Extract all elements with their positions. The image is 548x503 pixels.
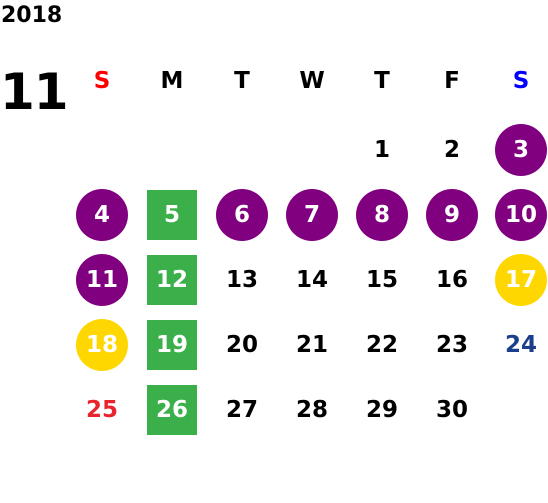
weekday-wednesday: W [299,68,325,94]
weekday-monday: M [160,68,184,94]
day-cell-3: 3 [495,124,547,176]
day-cell-5: 5 [147,190,197,240]
day-cell-19: 19 [147,320,197,370]
day-cell-29: 29 [365,397,398,423]
day-cell-23: 23 [435,332,468,358]
day-cell-15: 15 [365,267,398,293]
day-cell-26: 26 [147,385,197,435]
day-cell-11: 11 [76,254,128,306]
day-cell-10: 10 [495,189,547,241]
day-cell-20: 20 [225,332,258,358]
day-cell-22: 22 [365,332,398,358]
day-cell-30: 30 [435,397,468,423]
weekday-thursday: T [374,68,390,94]
day-cell-6: 6 [216,189,268,241]
month-number: 11 [0,63,69,121]
day-cell-25: 25 [85,397,118,423]
weekday-tuesday: T [234,68,250,94]
weekday-saturday: S [512,68,530,94]
day-cell-9: 9 [426,189,478,241]
day-cell-1: 1 [373,137,390,163]
day-cell-7: 7 [286,189,338,241]
year-label: 2018 [1,3,63,28]
day-cell-8: 8 [356,189,408,241]
day-cell-17: 17 [495,254,547,306]
day-cell-2: 2 [443,137,460,163]
day-cell-16: 16 [435,267,468,293]
day-cell-14: 14 [295,267,328,293]
weekday-friday: F [444,68,460,94]
day-cell-28: 28 [295,397,328,423]
day-cell-27: 27 [225,397,258,423]
day-cell-24: 24 [504,332,537,358]
day-cell-13: 13 [225,267,258,293]
day-cell-18: 18 [76,319,128,371]
day-cell-21: 21 [295,332,328,358]
weekday-sunday: S [93,68,111,94]
day-cell-4: 4 [76,189,128,241]
day-cell-12: 12 [147,255,197,305]
